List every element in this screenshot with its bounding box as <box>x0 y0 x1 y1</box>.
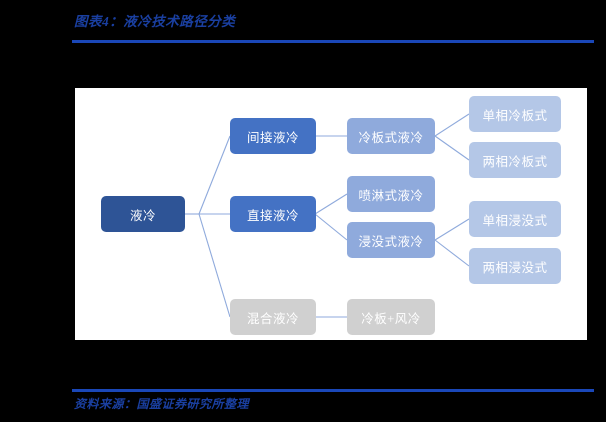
node-two-phase-cold-plate[interactable]: 两相冷板式 <box>469 142 561 178</box>
node-two-phase-immersion[interactable]: 两相浸没式 <box>469 248 561 284</box>
source-attribution: 资料来源：国盛证券研究所整理 <box>74 397 250 411</box>
node-immersion-liquid-cooling[interactable]: 浸没式液冷 <box>347 222 435 258</box>
node-spray-liquid-cooling[interactable]: 喷淋式液冷 <box>347 176 435 212</box>
node-indirect-liquid-cooling[interactable]: 间接液冷 <box>230 118 316 154</box>
figure-title: 图表4：液冷技术路径分类 <box>74 14 236 29</box>
node-cold-plate-liquid-cooling[interactable]: 冷板式液冷 <box>347 118 435 154</box>
node-direct-liquid-cooling[interactable]: 直接液冷 <box>230 196 316 232</box>
source-divider <box>72 389 594 392</box>
title-divider <box>72 40 594 43</box>
node-single-phase-immersion[interactable]: 单相浸没式 <box>469 201 561 237</box>
node-root[interactable]: 液冷 <box>101 196 185 232</box>
node-cold-plate-plus-air-cooling[interactable]: 冷板+风冷 <box>347 299 435 335</box>
node-single-phase-cold-plate[interactable]: 单相冷板式 <box>469 96 561 132</box>
diagram-panel: 液冷 间接液冷 直接液冷 混合液冷 冷板式液冷 喷淋式液冷 浸没式液冷 冷板+风… <box>75 88 587 340</box>
node-hybrid-liquid-cooling[interactable]: 混合液冷 <box>230 299 316 335</box>
